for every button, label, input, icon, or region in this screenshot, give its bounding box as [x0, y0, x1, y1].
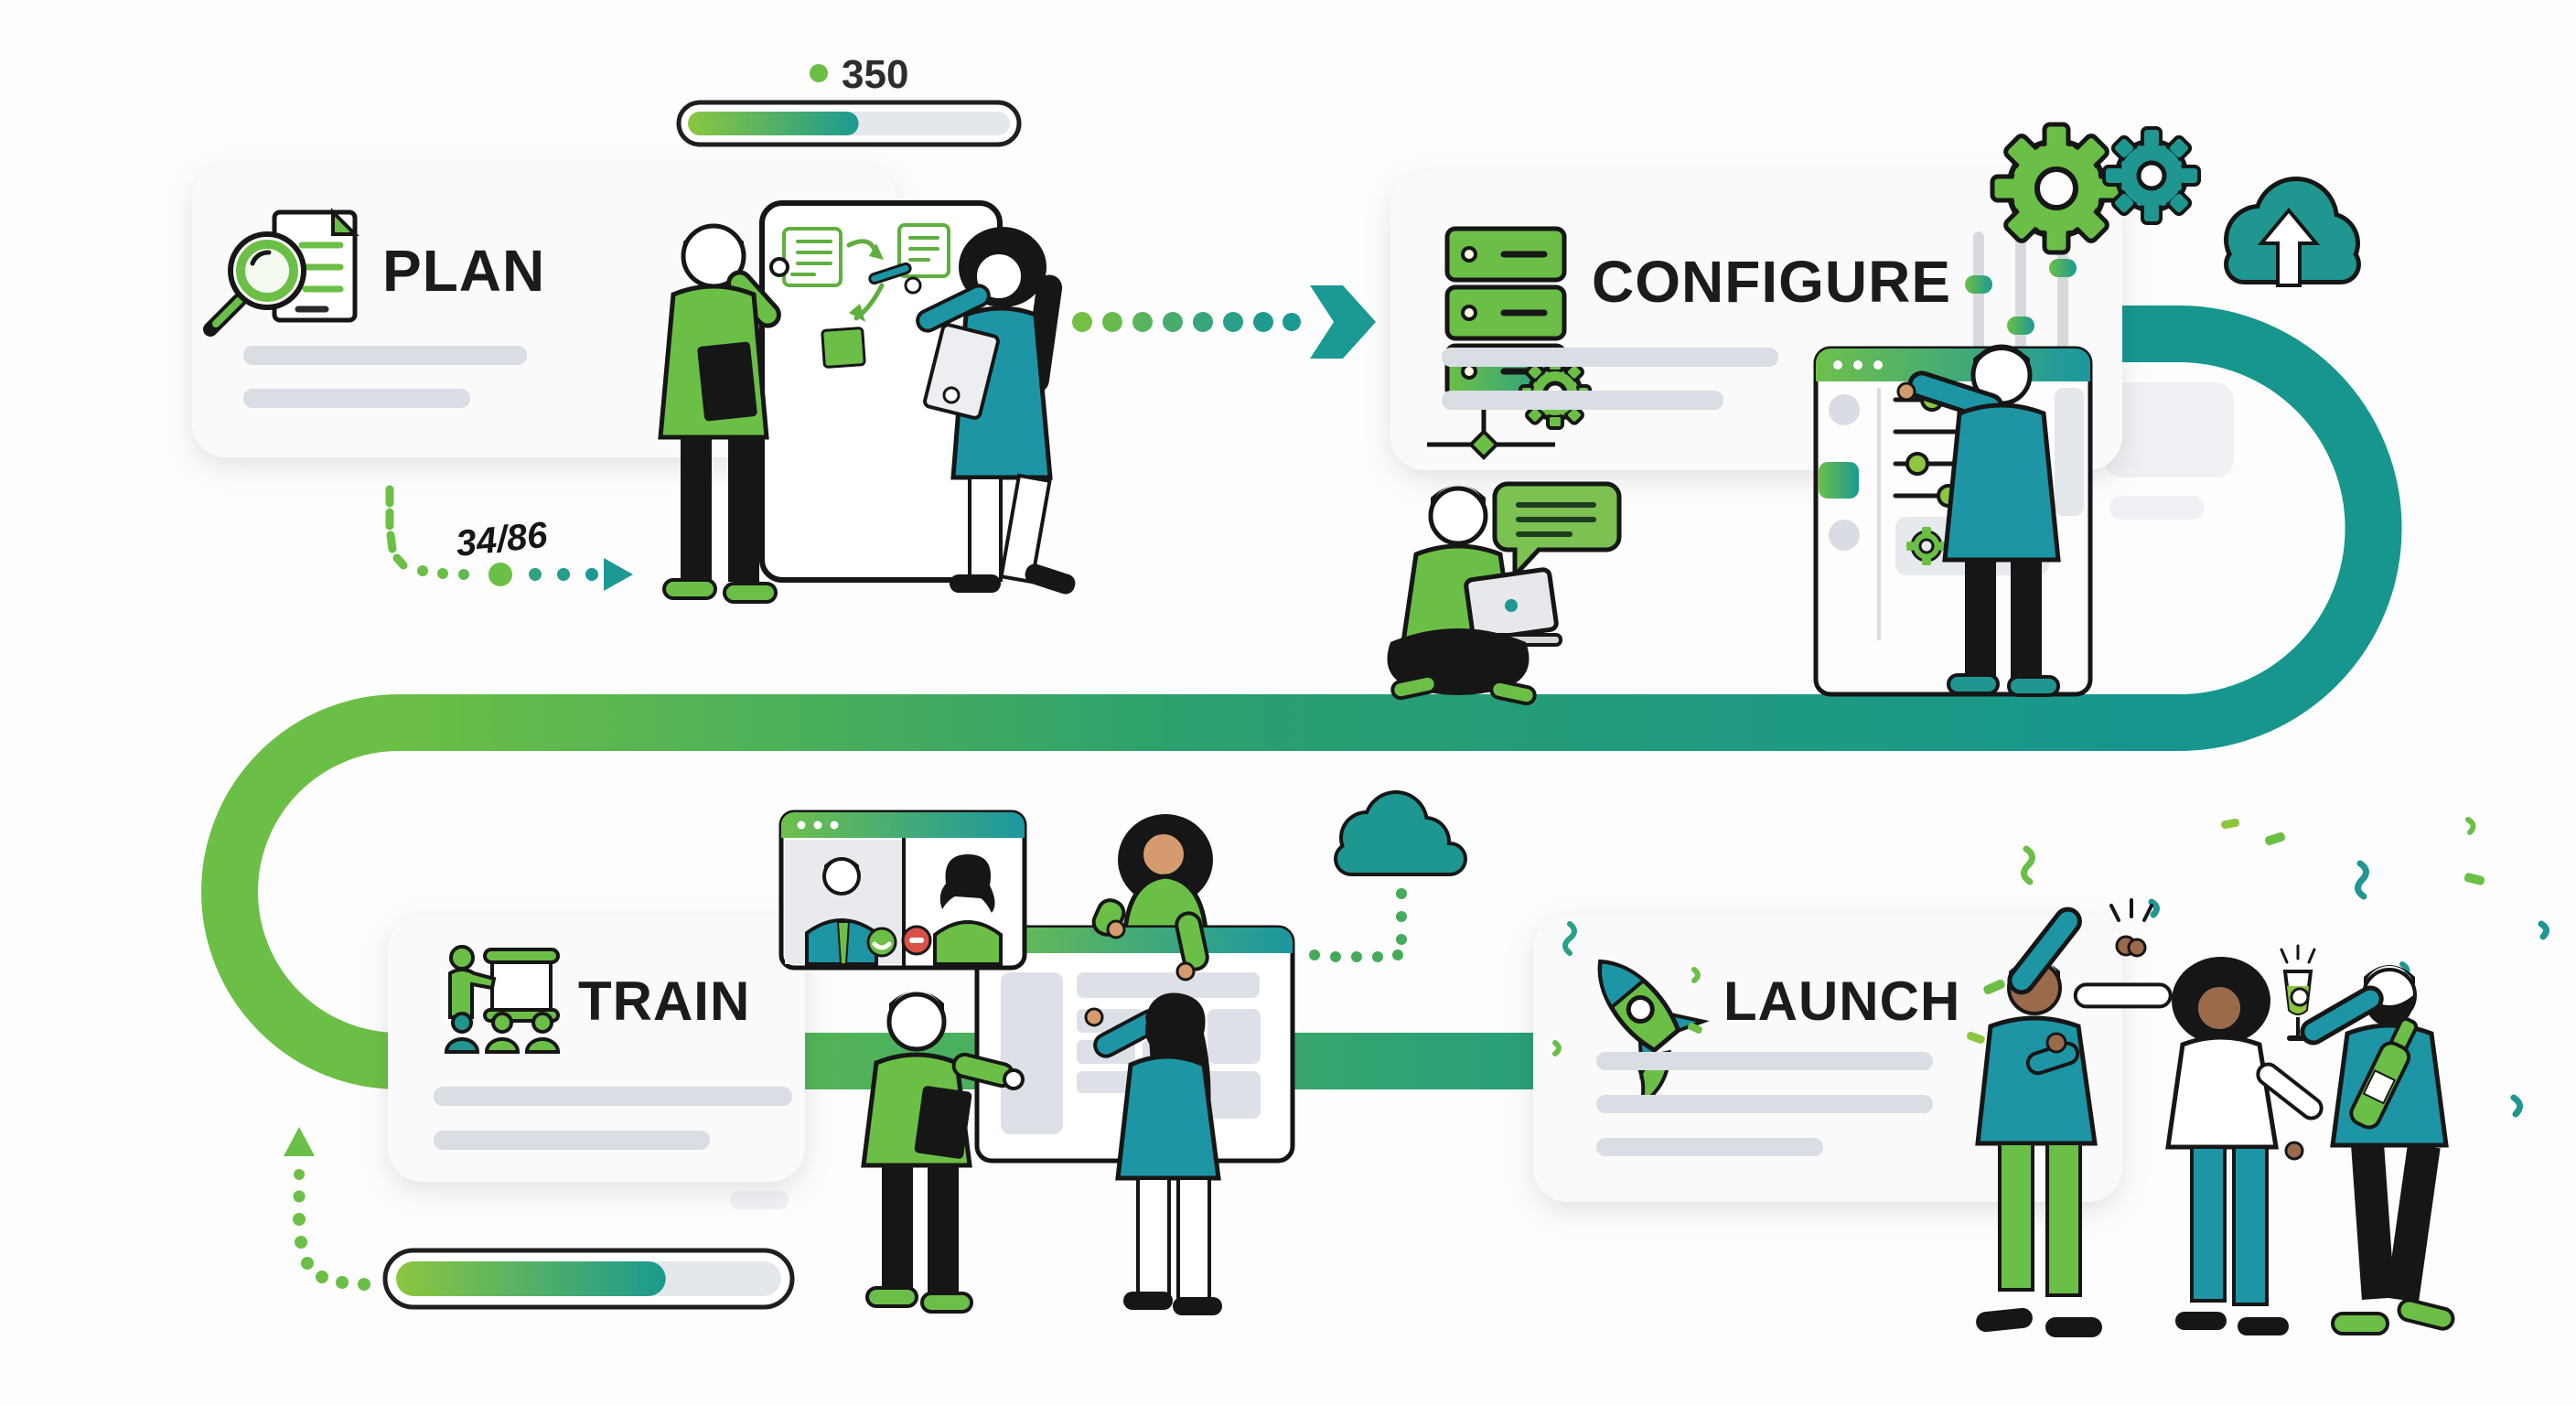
gear-icon — [1906, 527, 1947, 565]
person-train-pointing — [1084, 992, 1222, 1315]
person-launch-highfive-woman — [2073, 938, 2324, 1335]
person-launch-highfive-man — [1975, 906, 2137, 1337]
configure-title: CONFIGURE — [1592, 249, 1951, 315]
person-train-leaning-arms — [1091, 898, 1209, 981]
dotted-arrow-plan-to-configure — [1072, 285, 1376, 359]
placeholder-line — [434, 1131, 710, 1150]
plan-title: PLAN — [382, 238, 545, 304]
milestone-dot — [488, 563, 512, 586]
bullet-dot-icon — [810, 64, 828, 82]
person-plan-writer — [868, 227, 1076, 595]
placeholder-line — [243, 389, 470, 408]
upload-arrow-icon — [2257, 207, 2321, 287]
progress-bottom-fill — [396, 1261, 666, 1296]
arrow-head-icon — [1310, 285, 1376, 359]
dotted-connector-cloud — [1309, 888, 1407, 962]
arrow-head-icon — [604, 558, 633, 591]
progress-bar-top: 350 — [676, 52, 1022, 147]
placeholder-line — [434, 1087, 792, 1106]
bg-wireframe-block — [2104, 382, 2234, 477]
presentation-icon — [444, 945, 561, 1054]
progress-top-value: 350 — [842, 52, 908, 97]
placeholder-line — [1596, 1052, 1933, 1070]
dotted-up-arrow — [284, 1127, 370, 1291]
high-five-spark — [2109, 898, 2153, 922]
bottle-icon — [2349, 1016, 2419, 1130]
call-accept-icon — [866, 927, 897, 958]
magnifier-document-icon — [203, 208, 360, 337]
person-plan-presenter — [658, 223, 789, 604]
cloud-icon — [1334, 790, 1467, 876]
video-call-window — [778, 810, 1027, 971]
gear-icon-large — [1990, 122, 2123, 255]
person-train-clipboard — [861, 991, 1025, 1314]
train-title: TRAIN — [578, 971, 750, 1032]
placeholder-line — [1442, 348, 1778, 367]
placeholder-line — [1442, 391, 1723, 410]
stage-card-launch: LAUNCH — [1533, 914, 2122, 1202]
person-configure — [1896, 344, 2061, 697]
speech-bubble-icon — [1492, 481, 1622, 582]
milestone-dotted-trail: 34/86 — [385, 485, 633, 591]
progress-top-fill — [688, 112, 859, 135]
gear-icon-small — [2102, 126, 2201, 225]
launch-title: LAUNCH — [1723, 971, 1960, 1032]
stage-card-train: TRAIN — [388, 915, 805, 1182]
cloud-upload-icon — [2224, 177, 2361, 287]
progress-bar-bottom — [382, 1248, 795, 1310]
milestone-label: 34/86 — [454, 515, 550, 564]
bg-wireframe-block — [2109, 496, 2205, 520]
placeholder-line — [1596, 1095, 1933, 1113]
bg-wireframe-block — [730, 1191, 789, 1209]
person-sitting-laptop — [1387, 485, 1562, 706]
sliders-icon — [1965, 231, 2077, 352]
confetti — [1552, 921, 1702, 1056]
person-launch-champagne-man — [2280, 944, 2455, 1335]
person-train-leaning — [1118, 814, 1213, 932]
placeholder-line — [243, 346, 527, 365]
confetti — [1967, 817, 2549, 1118]
placeholder-line — [1596, 1138, 1823, 1156]
